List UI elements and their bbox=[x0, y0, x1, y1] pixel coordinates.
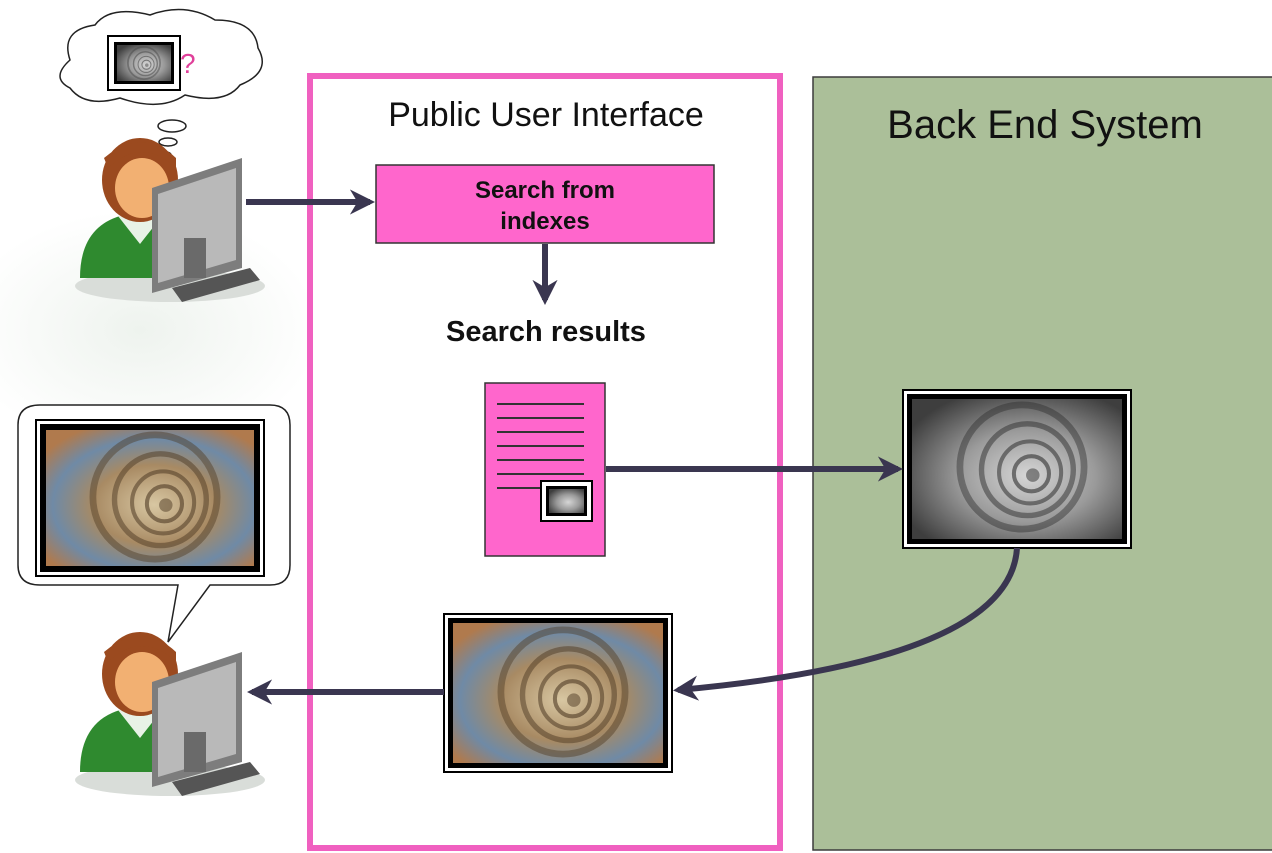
search-results-label: Search results bbox=[446, 316, 646, 348]
public-ui-title: Public User Interface bbox=[388, 96, 704, 134]
background-haze bbox=[0, 210, 320, 450]
back-end-title: Back End System bbox=[887, 103, 1203, 147]
thought-cloud bbox=[59, 8, 263, 159]
search-box-label: Search from indexes bbox=[474, 177, 616, 235]
fossil-image-grayscale bbox=[902, 389, 1132, 549]
arrow-backend-to-ui bbox=[672, 547, 1020, 701]
speech-bubble bbox=[17, 404, 291, 643]
fossil-image-color bbox=[443, 613, 673, 773]
user-bottom-icon bbox=[75, 632, 265, 796]
question-mark: ? bbox=[180, 48, 196, 79]
search-from-indexes-box[interactable] bbox=[375, 164, 715, 244]
search-results-document bbox=[484, 382, 606, 557]
